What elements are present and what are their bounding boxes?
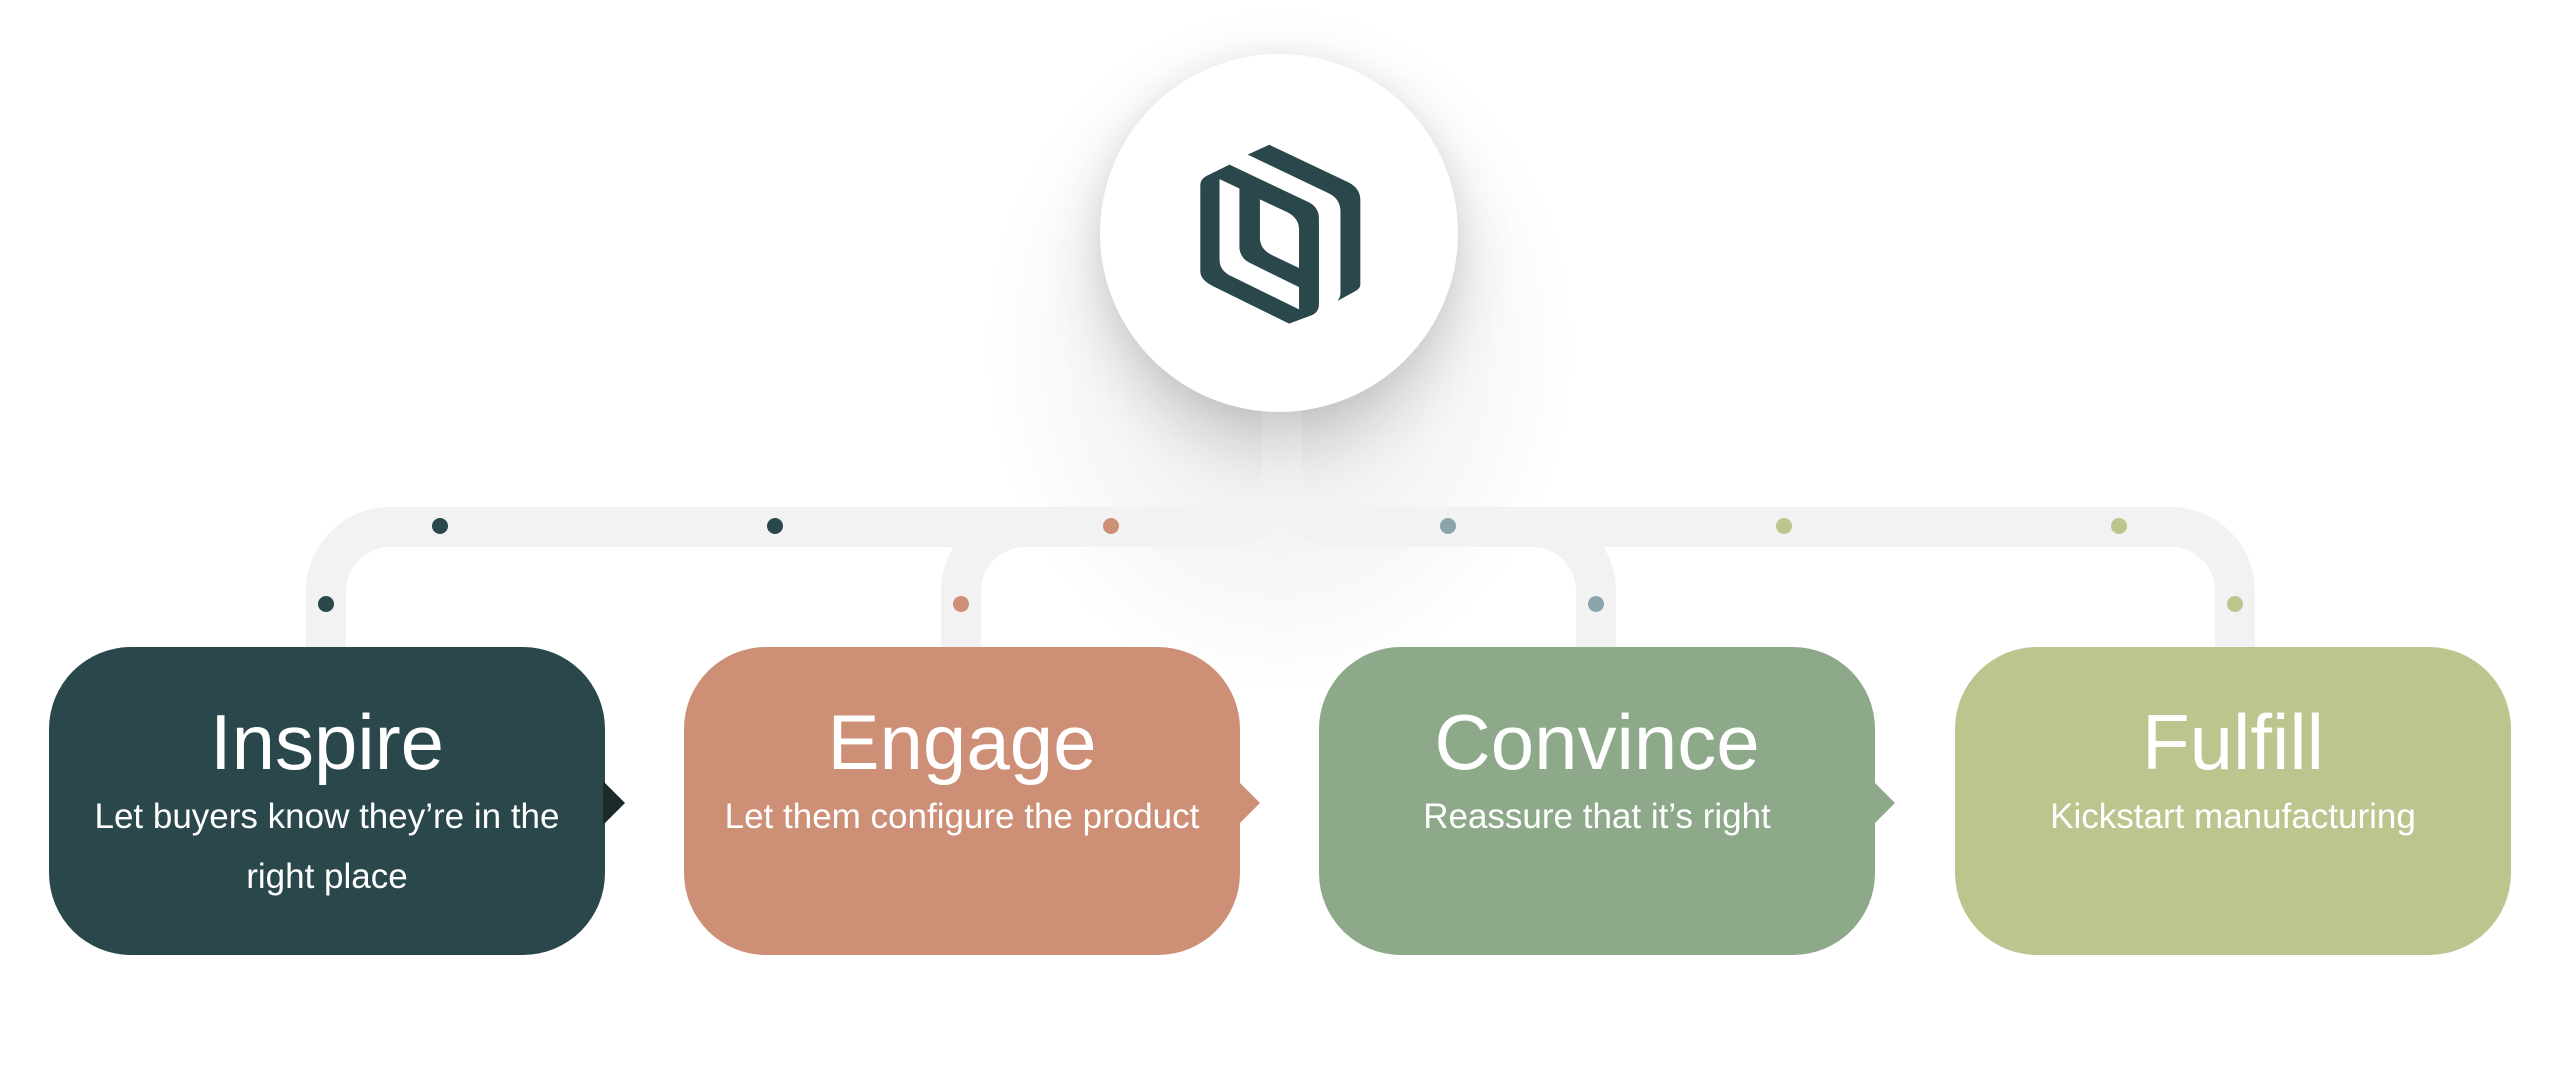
stage-title: Convince (1434, 698, 1760, 786)
connector-dot (432, 518, 448, 534)
stage-subtitle: Kickstart manufacturing (2050, 797, 2416, 836)
connector-dot (2227, 596, 2243, 612)
stage-title: Fulfill (2141, 698, 2324, 786)
track-convince-branch (1450, 507, 1616, 660)
connector-dot (2111, 518, 2127, 534)
track-engage-branch (941, 507, 1120, 660)
stage-card-convince: Convince Reassure that it’s right (1319, 647, 1895, 955)
connector-dot (1588, 596, 1604, 612)
stage-card-engage: Engage Let them configure the product (684, 647, 1260, 955)
logo-hub (1100, 54, 1458, 412)
stage-title: Engage (827, 698, 1097, 786)
arrow-right-icon (1873, 781, 1895, 825)
logo-icon (1200, 144, 1361, 324)
track-right (1262, 400, 2255, 660)
stage-card-fulfill: Fulfill Kickstart manufacturing (1955, 647, 2511, 955)
connector-dot (767, 518, 783, 534)
arrow-right-icon (1238, 781, 1260, 825)
stage-subtitle: Let buyers know they’re in the right pla… (94, 797, 560, 896)
stage-title: Inspire (209, 698, 445, 786)
stage-subtitle: Reassure that it’s right (1423, 797, 1771, 836)
connector-dot (1776, 518, 1792, 534)
stage-card-inspire: Inspire Let buyers know they’re in the r… (49, 647, 625, 955)
connector-dot (953, 596, 969, 612)
stage-subtitle: Let them configure the product (724, 797, 1200, 836)
connector-dot (1103, 518, 1119, 534)
connector-dot (1440, 518, 1456, 534)
arrow-right-icon (603, 781, 625, 825)
connector-dot (318, 596, 334, 612)
track-left (306, 400, 1302, 660)
